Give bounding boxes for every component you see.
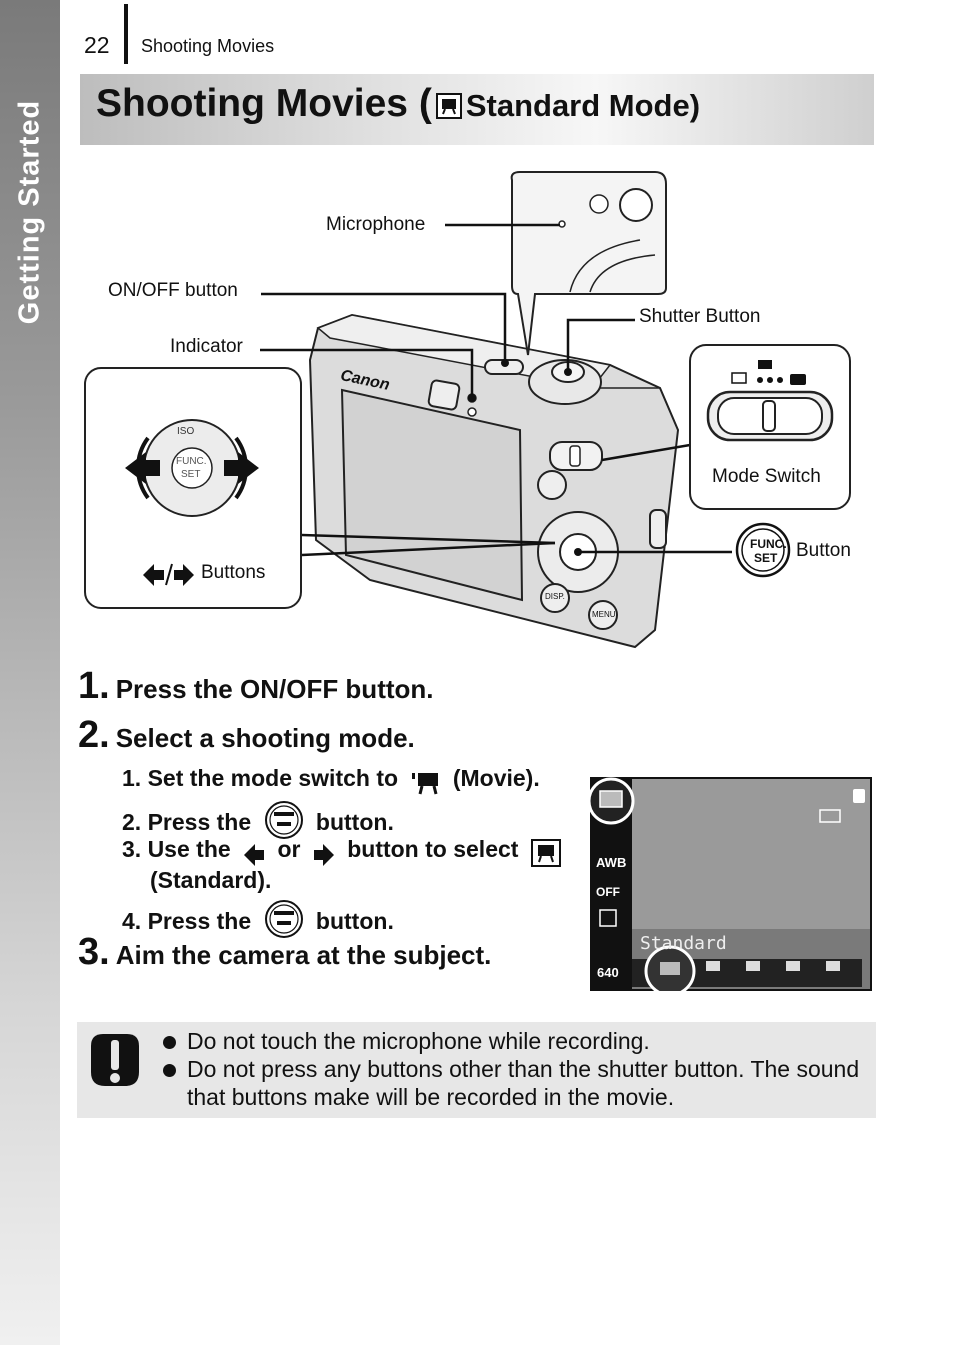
camera-illustration	[84, 171, 851, 649]
step-2-number: 2.	[78, 714, 110, 756]
camera-diagram: Microphone ON/OFF button Indicator Shutt…	[80, 160, 880, 655]
label-microphone: Microphone	[326, 214, 426, 235]
func-icon-set: SET	[754, 551, 778, 565]
lcd-size-label: 640	[597, 965, 619, 980]
substep-2: 2. Press the button.	[122, 800, 394, 840]
page-title: Shooting Movies ( Standard Mode)	[96, 82, 700, 126]
caution-box: Do not touch the microphone while record…	[77, 1022, 876, 1118]
lcd-screen-graphic	[587, 777, 872, 997]
substep-3-text-b: button to select	[347, 836, 519, 862]
substep-2-text-b: button.	[315, 809, 394, 835]
substep-1-text-b: (Movie).	[452, 765, 540, 791]
label-mode-switch: Mode Switch	[712, 466, 821, 487]
caution-item: Do not touch the microphone while record…	[163, 1027, 876, 1055]
page-title-main: Shooting Movies (	[96, 82, 432, 125]
substep-4-text-a: 4. Press the	[122, 908, 252, 934]
lcd-awb-label: AWB	[596, 855, 627, 870]
left-arrow-icon	[244, 844, 265, 866]
substep-3-text-c: (Standard).	[150, 867, 272, 893]
step-1-number: 1.	[78, 665, 110, 707]
right-arrow-icon	[313, 844, 334, 866]
substep-3: 3. Use the or button to select (Standard…	[122, 836, 567, 894]
title-banner: Shooting Movies ( Standard Mode)	[80, 74, 874, 145]
step-2-text: Select a shooting mode.	[115, 723, 415, 753]
dial-func-label: FUNC.	[176, 456, 207, 467]
step-1-text: Press the ON/OFF button.	[115, 674, 434, 704]
substep-1: 1. Set the mode switch to (Movie).	[122, 765, 540, 796]
movie-standard-icon	[435, 93, 462, 119]
substep-3-or: or	[277, 836, 301, 862]
func-set-icon	[264, 801, 303, 839]
substep-4: 4. Press the button.	[122, 899, 394, 939]
dial-iso-label: ISO	[177, 426, 195, 437]
lcd-flash-label: OFF	[596, 885, 620, 899]
page-number: 22	[84, 32, 110, 58]
substep-4-text-b: button.	[315, 908, 394, 934]
step-3: 3.Aim the camera at the subject.	[78, 931, 491, 974]
label-indicator: Indicator	[170, 336, 243, 357]
caution-list: Do not touch the microphone while record…	[163, 1027, 876, 1111]
label-func-button: Button	[796, 540, 851, 561]
substep-3-text-a: 3. Use the	[122, 836, 231, 862]
lcd-screen-preview: Standard AWB OFF 640	[587, 777, 872, 997]
label-on-off-button: ON/OFF button	[108, 280, 238, 301]
page-title-sub: Standard Mode)	[465, 88, 701, 123]
disp-button-label: DISP.	[545, 592, 565, 601]
movie-mode-icon	[412, 773, 439, 795]
section-tab-label: Getting Started	[13, 99, 46, 325]
step-2: 2.Select a shooting mode.	[78, 714, 415, 757]
lcd-mode-label: Standard	[640, 933, 727, 954]
caution-icon	[91, 1034, 139, 1086]
standard-mode-icon	[530, 839, 561, 867]
header-divider	[124, 4, 128, 64]
menu-button-label: MENU	[592, 610, 616, 619]
step-1: 1.Press the ON/OFF button.	[78, 665, 434, 708]
step-3-number: 3.	[78, 931, 110, 973]
func-icon-func: FUNC.	[750, 537, 787, 551]
substep-2-text-a: 2. Press the	[122, 809, 252, 835]
step-3-text: Aim the camera at the subject.	[115, 940, 492, 970]
substep-1-text-a: 1. Set the mode switch to	[122, 765, 399, 791]
label-arrow-buttons: Buttons	[201, 562, 266, 583]
caution-item: Do not press any buttons other than the …	[163, 1055, 876, 1111]
running-title: Shooting Movies	[141, 36, 275, 56]
label-shutter-button: Shutter Button	[639, 306, 761, 327]
section-sidebar: Getting Started	[0, 0, 60, 1345]
dial-set-label: SET	[181, 469, 201, 480]
func-set-icon	[264, 900, 303, 938]
